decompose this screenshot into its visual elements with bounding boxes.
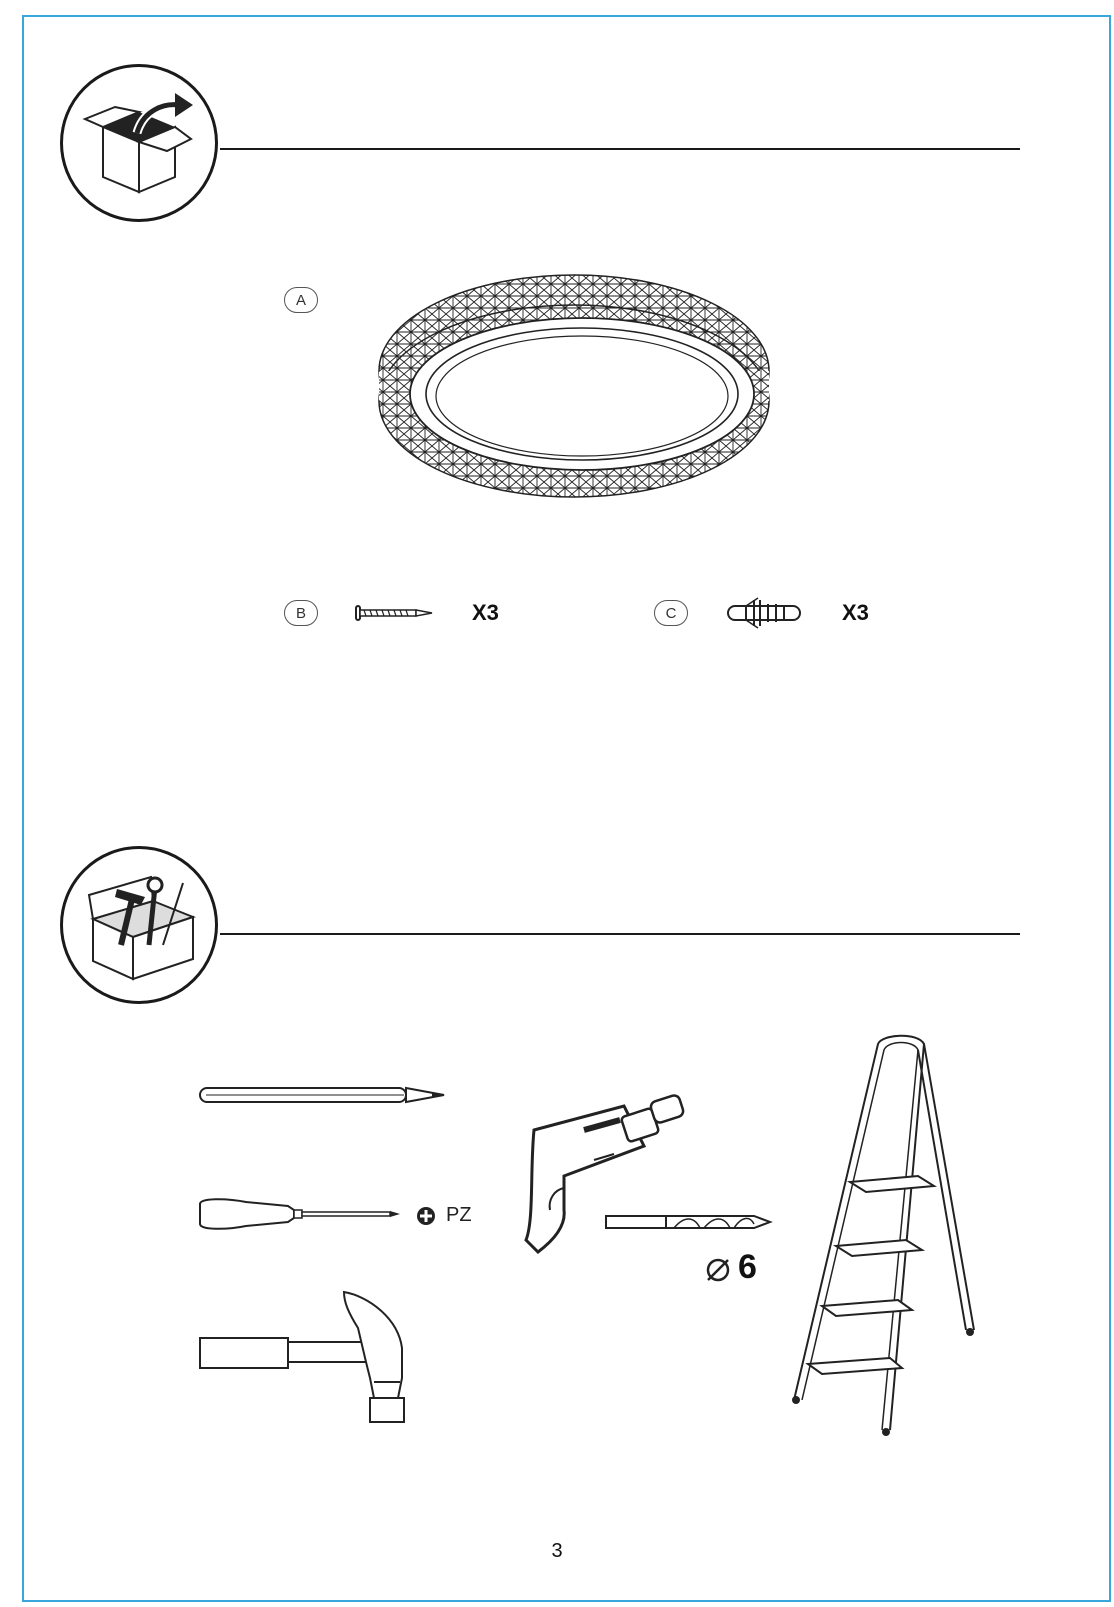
toolbox-icon xyxy=(60,846,218,1004)
drill-bit-size: 6 xyxy=(738,1248,757,1286)
screwdriver-type-label: PZ xyxy=(446,1204,472,1226)
part-b-quantity: X3 xyxy=(472,600,499,625)
wall-plug-icon xyxy=(727,597,801,629)
part-c-quantity: X3 xyxy=(842,600,869,625)
pencil-icon xyxy=(199,1086,445,1104)
part-label-a: A xyxy=(284,287,318,313)
section-divider xyxy=(220,933,1020,935)
screwdriver-icon xyxy=(199,1198,400,1230)
page-number: 3 xyxy=(551,1540,563,1562)
screw-icon xyxy=(355,605,433,621)
step-ladder-icon xyxy=(792,1034,975,1436)
drill-icon xyxy=(524,1094,685,1254)
part-label-b: B xyxy=(284,600,318,626)
phillips-icon xyxy=(417,1207,435,1225)
section-divider xyxy=(220,148,1020,150)
unpack-box-icon xyxy=(60,64,218,222)
ceiling-lamp-illustration xyxy=(378,274,770,498)
part-label-c: C xyxy=(654,600,688,626)
page-frame xyxy=(22,15,1111,1602)
drill-bit-icon xyxy=(605,1215,773,1229)
hammer-icon xyxy=(199,1290,405,1423)
diameter-icon xyxy=(706,1258,730,1282)
